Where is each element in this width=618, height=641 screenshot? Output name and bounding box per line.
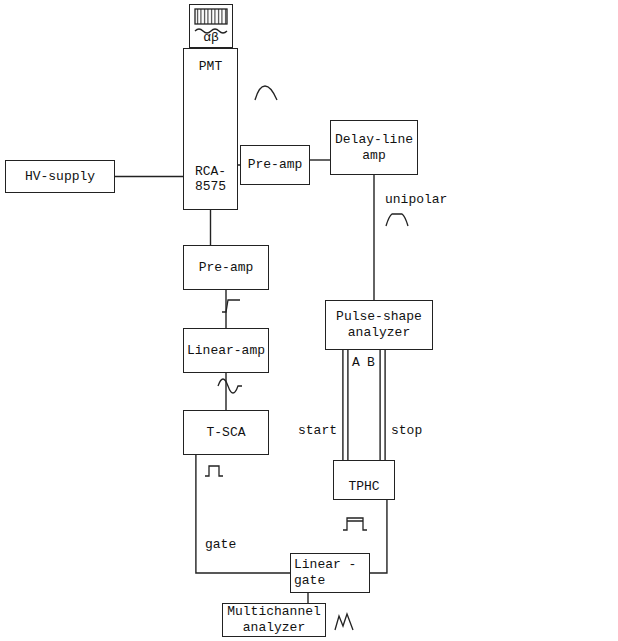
box-label: PMT bbox=[199, 59, 222, 75]
preamp-box: Pre-amp bbox=[183, 245, 269, 290]
signal-wire bbox=[310, 159, 330, 160]
spectrum-shape bbox=[335, 614, 353, 630]
signal-name: stop bbox=[390, 424, 423, 438]
box-label: αβ bbox=[203, 30, 219, 46]
box-label: Linear-amp bbox=[187, 343, 265, 359]
converter-box: TPHC bbox=[333, 460, 395, 500]
discriminator-box: T-SCA bbox=[183, 410, 269, 455]
box-label: Delay-line amp bbox=[334, 132, 414, 163]
signal-name: start bbox=[297, 424, 338, 438]
logic-pulse bbox=[205, 466, 223, 476]
box-label: TPHC bbox=[348, 479, 379, 495]
box-label: Pulse-shape analyzer bbox=[329, 309, 429, 340]
photomultiplier: PMT RCA-8575 bbox=[183, 48, 238, 210]
box-label: Pre-amp bbox=[199, 260, 254, 276]
step-pulse bbox=[222, 300, 240, 312]
signal-name: unipolar bbox=[384, 193, 448, 207]
tphc-pulse bbox=[343, 518, 367, 530]
box-label: T-SCA bbox=[206, 425, 245, 441]
amplifier-box: Delay-line amp bbox=[330, 120, 418, 175]
amplifier-box: Linear-amp bbox=[183, 328, 269, 373]
analyzer-box: Multichannel analyzer bbox=[222, 603, 326, 637]
output-name: B bbox=[366, 356, 376, 370]
signal-wire bbox=[370, 500, 387, 573]
signal-wire bbox=[380, 350, 385, 460]
sample-vial: αβ bbox=[189, 4, 233, 48]
box-label: HV-supply bbox=[25, 169, 95, 185]
preamp-box: Pre-amp bbox=[240, 145, 310, 185]
gate-box: Linear -gate bbox=[290, 553, 370, 593]
box-label: Multichannel analyzer bbox=[226, 604, 322, 635]
signal-wire bbox=[225, 373, 226, 410]
signal-wire bbox=[343, 350, 348, 460]
signal-wire bbox=[307, 593, 308, 603]
vial-cap bbox=[195, 9, 227, 24]
output-name: A bbox=[351, 356, 361, 370]
signal-wire bbox=[373, 175, 374, 300]
box-label: Linear -gate bbox=[294, 557, 366, 588]
power-supply: HV-supply bbox=[5, 160, 115, 193]
signal-wire bbox=[115, 176, 183, 177]
signal-name: gate bbox=[204, 538, 237, 552]
unipolar-pulse bbox=[386, 214, 408, 226]
bipolar-pulse bbox=[218, 379, 242, 393]
signal-wire bbox=[196, 455, 290, 573]
analyzer-box: Pulse-shape analyzer bbox=[325, 300, 433, 350]
model-label: RCA-8575 bbox=[186, 164, 235, 195]
box-label: Pre-amp bbox=[248, 157, 303, 173]
pulse-shape bbox=[255, 86, 277, 100]
signal-wire bbox=[210, 210, 211, 245]
